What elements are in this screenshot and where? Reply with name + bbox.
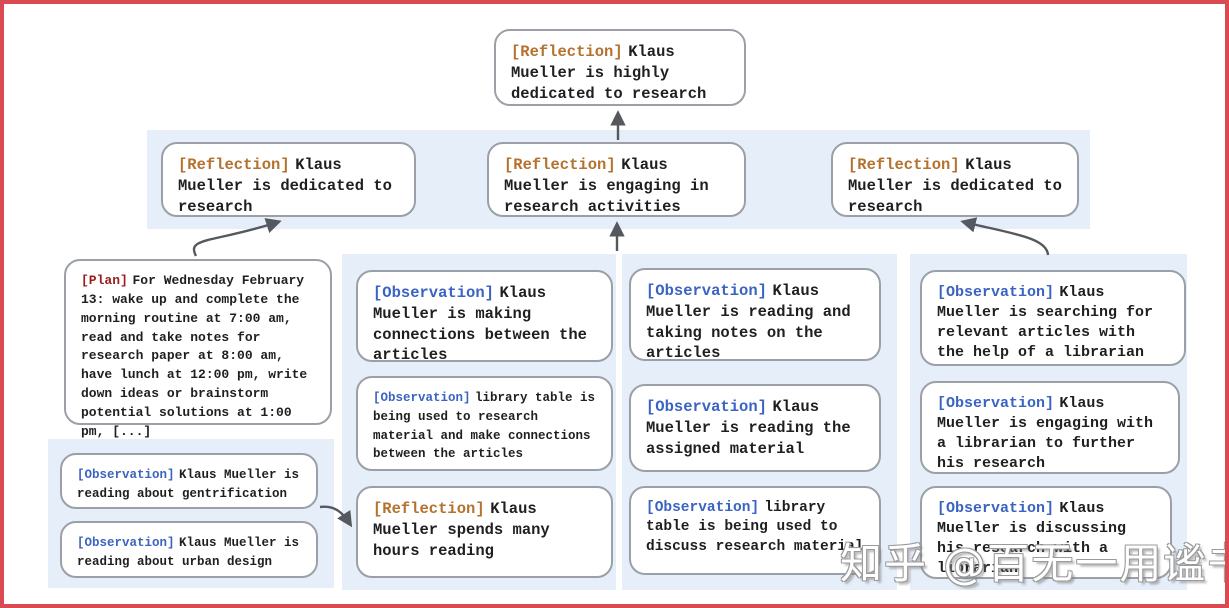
- node-text: library table is being used to research …: [373, 391, 596, 462]
- node-text: Klaus Mueller is making connections betw…: [373, 284, 587, 365]
- observation-tag: [Observation]: [77, 468, 175, 482]
- node-text: Klaus Mueller is searching for relevant …: [937, 284, 1154, 362]
- reflection-tag: [Reflection]: [848, 156, 960, 174]
- node-text: Klaus Mueller is engaging with a librari…: [937, 395, 1154, 473]
- reflection-tag: [Reflection]: [178, 156, 290, 174]
- node-text: library table is being used to discuss r…: [646, 500, 864, 555]
- node-observation-engaging-librarian: [Observation]Klaus Mueller is engaging w…: [920, 381, 1180, 474]
- node-reflection-hours-reading: [Reflection]Klaus Mueller spends many ho…: [356, 486, 613, 578]
- reflection-tag: [Reflection]: [511, 43, 623, 61]
- observation-tag: [Observation]: [646, 398, 767, 416]
- node-observation-library-discuss: [Observation]library table is being used…: [629, 486, 881, 575]
- node-text: Klaus Mueller is reading the assigned ma…: [646, 398, 851, 458]
- reflection-tag: [Reflection]: [504, 156, 616, 174]
- node-reflection-root: [Reflection]Klaus Mueller is highly dedi…: [494, 29, 746, 106]
- observation-tag: [Observation]: [373, 284, 494, 302]
- node-text: Klaus Mueller is dedicated to research: [178, 156, 392, 216]
- node-text: For Wednesday February 13: wake up and c…: [81, 273, 308, 439]
- node-text: Klaus Mueller is reading and taking note…: [646, 282, 851, 363]
- observation-tag: [Observation]: [646, 500, 760, 516]
- node-observation-discussing-librarian: [Observation]Klaus Mueller is discussing…: [920, 486, 1172, 579]
- node-text: Klaus Mueller is dedicated to research: [848, 156, 1062, 216]
- node-observation-gentrification: [Observation]Klaus Mueller is reading ab…: [60, 453, 318, 509]
- node-observation-taking-notes: [Observation]Klaus Mueller is reading an…: [629, 268, 881, 363]
- observation-tag: [Observation]: [937, 500, 1055, 517]
- node-observation-assigned-material: [Observation]Klaus Mueller is reading th…: [629, 384, 881, 472]
- plan-tag: [Plan]: [81, 273, 128, 288]
- observation-tag: [Observation]: [937, 284, 1055, 301]
- node-reflection-mid: [Reflection]Klaus Mueller is engaging in…: [487, 142, 746, 217]
- node-text: Klaus Mueller is highly dedicated to res…: [511, 43, 707, 103]
- node-plan: [Plan]For Wednesday February 13: wake up…: [64, 259, 332, 439]
- node-observation-searching-articles: [Observation]Klaus Mueller is searching …: [920, 270, 1186, 366]
- node-reflection-right: [Reflection]Klaus Mueller is dedicated t…: [831, 142, 1079, 217]
- observation-tag: [Observation]: [646, 282, 767, 300]
- observation-tag: [Observation]: [77, 536, 175, 550]
- node-observation-urban-design: [Observation]Klaus Mueller is reading ab…: [60, 521, 318, 578]
- reflection-tag: [Reflection]: [373, 500, 485, 518]
- node-text: Klaus Mueller is engaging in research ac…: [504, 156, 709, 216]
- node-reflection-left: [Reflection]Klaus Mueller is dedicated t…: [161, 142, 416, 217]
- node-observation-library-research: [Observation]library table is being used…: [356, 376, 613, 471]
- node-text: Klaus Mueller spends many hours reading: [373, 500, 550, 560]
- observation-tag: [Observation]: [373, 391, 471, 405]
- node-text: Klaus Mueller is reading about urban des…: [77, 536, 300, 569]
- node-observation-connections: [Observation]Klaus Mueller is making con…: [356, 270, 613, 365]
- zhihu-watermark: 知乎 @百无一用谧书生: [840, 539, 1225, 588]
- node-text: Klaus Mueller is discussing his research…: [937, 500, 1127, 578]
- node-text: Klaus Mueller is reading about gentrific…: [77, 468, 300, 501]
- observation-tag: [Observation]: [937, 395, 1055, 412]
